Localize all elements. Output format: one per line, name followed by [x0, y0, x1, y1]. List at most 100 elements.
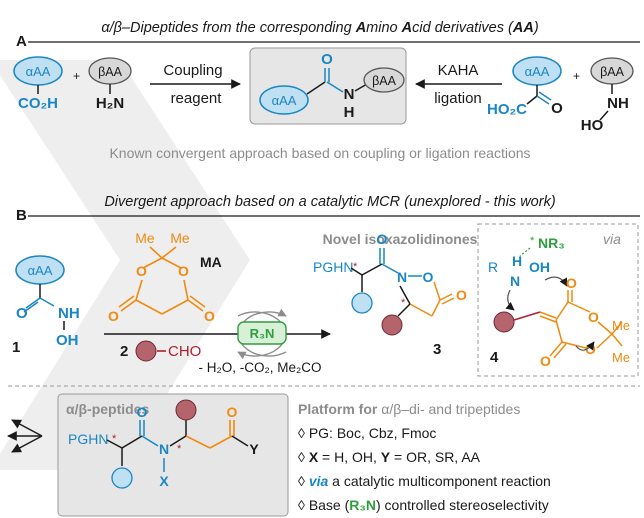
alpha-aa-badge — [259, 85, 309, 115]
svg-text:O: O — [16, 305, 28, 322]
svg-text:O: O — [377, 231, 388, 247]
compound-1-label: 1 — [12, 339, 20, 356]
substituent-circle — [111, 467, 133, 489]
svg-text:N: N — [159, 441, 169, 457]
keto-oxygen: O — [551, 100, 563, 117]
ligation-label: ligation — [434, 90, 482, 107]
svg-text:O: O — [540, 353, 551, 369]
novel-isoxazolidinones-heading: Novel isoxazolidinones — [323, 231, 478, 247]
svg-text:N: N — [397, 269, 407, 285]
section-b-title: Divergent approach based on a catalytic … — [104, 194, 555, 210]
svg-text:O: O — [423, 269, 434, 285]
compound-2-label: 2 — [120, 343, 128, 360]
bullet-xy: ◊ X = H, OH, Y = OR, SR, AA — [298, 449, 481, 465]
compound-4-label: 4 — [490, 349, 499, 366]
watermark-chevron — [0, 60, 250, 470]
svg-text:Me: Me — [135, 230, 155, 246]
svg-text:O: O — [137, 404, 148, 420]
platform-list: Platform for α/β–di- and tripeptides ◊ P… — [298, 401, 551, 513]
section-a-caption: Known convergent approach based on coupl… — [109, 145, 530, 161]
svg-text:PGHN: PGHN — [313, 259, 353, 275]
svg-text:R: R — [488, 259, 498, 275]
isoxazolidinone-3: Novel isoxazolidinones PGHN * O N O O * — [313, 231, 478, 358]
svg-text:*: * — [177, 443, 182, 455]
left-acid: αAA CO₂H — [13, 56, 63, 112]
svg-text:βAA: βAA — [372, 74, 397, 88]
ma-label: MA — [200, 254, 222, 270]
alpha-aa-badge-label: αAA — [26, 64, 51, 79]
svg-text:O: O — [227, 404, 238, 420]
svg-text:*: * — [530, 235, 535, 247]
coupling-label: Coupling — [163, 62, 222, 79]
svg-text:H: H — [512, 253, 522, 269]
svg-text:Me: Me — [612, 318, 630, 333]
platform-title: Platform for α/β–di- and tripeptides — [298, 401, 520, 417]
substituent-circle — [493, 311, 515, 333]
bullet-base: ◊ Base (R₃N) controlled stereoselectivit… — [298, 497, 549, 513]
bullet-pg: ◊ PG: Boc, Cbz, Fmoc — [298, 425, 436, 441]
dipeptide-product: αAA O N H βAA — [249, 47, 407, 125]
svg-text:N: N — [344, 86, 355, 103]
aldehyde-2: 2 CHO — [120, 340, 201, 362]
section-b: B Divergent approach based on a catalyti… — [7, 194, 640, 517]
bullet-mcr: ◊ via a catalytic multicomponent reactio… — [298, 473, 551, 489]
right-hydroxylamine: βAA NH HO — [581, 57, 634, 134]
svg-text:NH: NH — [58, 305, 80, 322]
svg-text:O: O — [566, 275, 577, 291]
svg-text:αAA: αAA — [28, 263, 53, 278]
left-amine: βAA H₂N — [88, 57, 132, 112]
svg-text:NH: NH — [607, 95, 629, 112]
svg-text:*: * — [353, 261, 358, 273]
svg-text:Me: Me — [170, 230, 190, 246]
peptides-heading: α/β-peptides — [66, 401, 149, 417]
catalyst-badge: R₃N — [237, 308, 287, 360]
svg-text:HO: HO — [581, 117, 604, 134]
compound-3-label: 3 — [433, 341, 441, 358]
carboxylic-acid-group: CO₂H — [18, 95, 58, 112]
base-nr3: NR₃ — [538, 235, 565, 251]
substituent-circle — [175, 399, 197, 421]
reagent-label: reagent — [171, 90, 223, 107]
carboxylic-acid-group: HO₂C — [487, 101, 527, 118]
section-a: A α/β–Dipeptides from the corresponding … — [13, 20, 640, 161]
via-box — [477, 223, 639, 377]
svg-text:via: via — [603, 231, 621, 247]
svg-text:N: N — [510, 273, 520, 289]
svg-text:*: * — [112, 433, 117, 445]
svg-text:αAA: αAA — [272, 93, 297, 108]
divergent-arrows — [7, 419, 43, 453]
compound-1: αAA O NH OH 1 — [12, 255, 80, 356]
beta-aa-badge-label: βAA — [98, 65, 123, 79]
svg-text:O: O — [456, 287, 467, 303]
svg-text:Y: Y — [249, 441, 259, 457]
svg-text:βAA: βAA — [600, 65, 625, 79]
substituent-circle — [351, 292, 373, 314]
svg-text:O: O — [321, 51, 333, 68]
section-b-letter: B — [16, 207, 27, 224]
svg-text:O: O — [204, 308, 215, 324]
svg-text:PGHN: PGHN — [68, 431, 108, 447]
substituent-circle — [381, 314, 403, 336]
catalyst-label: R₃N — [250, 326, 275, 341]
beta-aa-badge — [363, 67, 405, 93]
svg-text:OH: OH — [56, 332, 79, 349]
svg-text:O: O — [136, 263, 147, 279]
peptide-product: α/β-peptides PGHN * O N X * O Y — [57, 393, 289, 517]
right-ketoacid: αAA HO₂C O — [487, 56, 563, 118]
svg-text:αAA: αAA — [525, 64, 550, 79]
svg-text:O: O — [178, 263, 189, 279]
byproducts-label: - H₂O, -CO₂, Me₂CO — [199, 360, 322, 375]
plus-sign: + — [73, 69, 80, 83]
svg-text:O: O — [588, 309, 599, 325]
svg-text:*: * — [401, 297, 406, 309]
svg-text:X: X — [159, 473, 169, 489]
aldehyde-group: CHO — [168, 343, 201, 360]
section-a-letter: A — [16, 33, 27, 50]
svg-text:Me: Me — [612, 350, 630, 365]
svg-text:O: O — [108, 308, 119, 324]
substituent-circle — [135, 340, 157, 362]
svg-text:OH: OH — [529, 259, 550, 275]
intermediate-4: via * NR₃ H R N OH O O O — [477, 223, 639, 377]
svg-text:+: + — [573, 69, 580, 83]
